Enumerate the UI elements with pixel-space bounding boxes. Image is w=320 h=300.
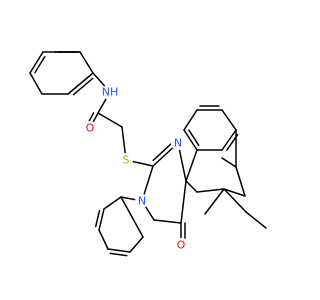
atom-label-layer: NH O S N N O: [83, 84, 188, 252]
bond-single-14: [185, 149, 198, 182]
bond-double-b-40: [226, 133, 239, 151]
molecule-structure-diagram: NH O S N N O: [29, 51, 267, 257]
bond-double-b-39: [188, 129, 200, 147]
bond-double-b-38: [152, 142, 174, 162]
ring-nitrogen-upper-label: N: [171, 136, 185, 150]
amide-nitrogen-text: NH: [102, 86, 119, 99]
bond-double-a-34: [29, 51, 44, 74]
bond-double-b-35: [72, 77, 94, 96]
ketone-oxygen-text: O: [177, 239, 186, 252]
thioether-sulfur-text: S: [123, 154, 130, 167]
bond-single-22: [223, 188, 246, 197]
bond-single-17: [185, 180, 198, 193]
bond-single-6: [97, 112, 123, 128]
bond-single-24: [223, 188, 247, 213]
bond-double-a-42: [98, 208, 105, 231]
amide-oxygen-text: O: [86, 122, 95, 135]
bond-single-3: [29, 72, 43, 95]
bond-single-25: [245, 211, 267, 229]
bond-double-b-43: [109, 252, 128, 257]
bond-single-13: [180, 180, 187, 224]
bond-single-29: [129, 236, 144, 253]
amide-nitrogen-label: NH: [102, 84, 119, 100]
ring-nitrogen-upper-text: N: [174, 137, 182, 150]
bond-single-19: [221, 109, 237, 131]
bond-double-a-39: [183, 129, 198, 151]
amide-oxygen-label: O: [83, 121, 97, 135]
bond-double-b-34: [34, 55, 46, 74]
bond-double-b-42: [94, 209, 101, 228]
bond-single-30: [120, 196, 144, 238]
bond-double-a-35: [67, 72, 94, 95]
bond-single-23: [204, 188, 225, 215]
bond-double-a-40: [221, 129, 237, 151]
ring-nitrogen-lower-text: N: [138, 195, 146, 208]
bond-single-21: [235, 166, 246, 197]
ring-nitrogen-lower-label: N: [135, 194, 149, 208]
bond-single-12: [153, 219, 182, 224]
bond-single-16: [196, 188, 225, 193]
bond-single-1: [79, 51, 94, 74]
bond-single-27: [103, 196, 122, 210]
thioether-sulfur-label: S: [119, 153, 133, 167]
bond-single-15: [221, 157, 237, 168]
bond-double-a-43: [107, 248, 131, 253]
ketone-oxygen-label: O: [174, 238, 188, 252]
bond-single-28: [98, 229, 109, 250]
bond-single-20: [183, 109, 198, 131]
